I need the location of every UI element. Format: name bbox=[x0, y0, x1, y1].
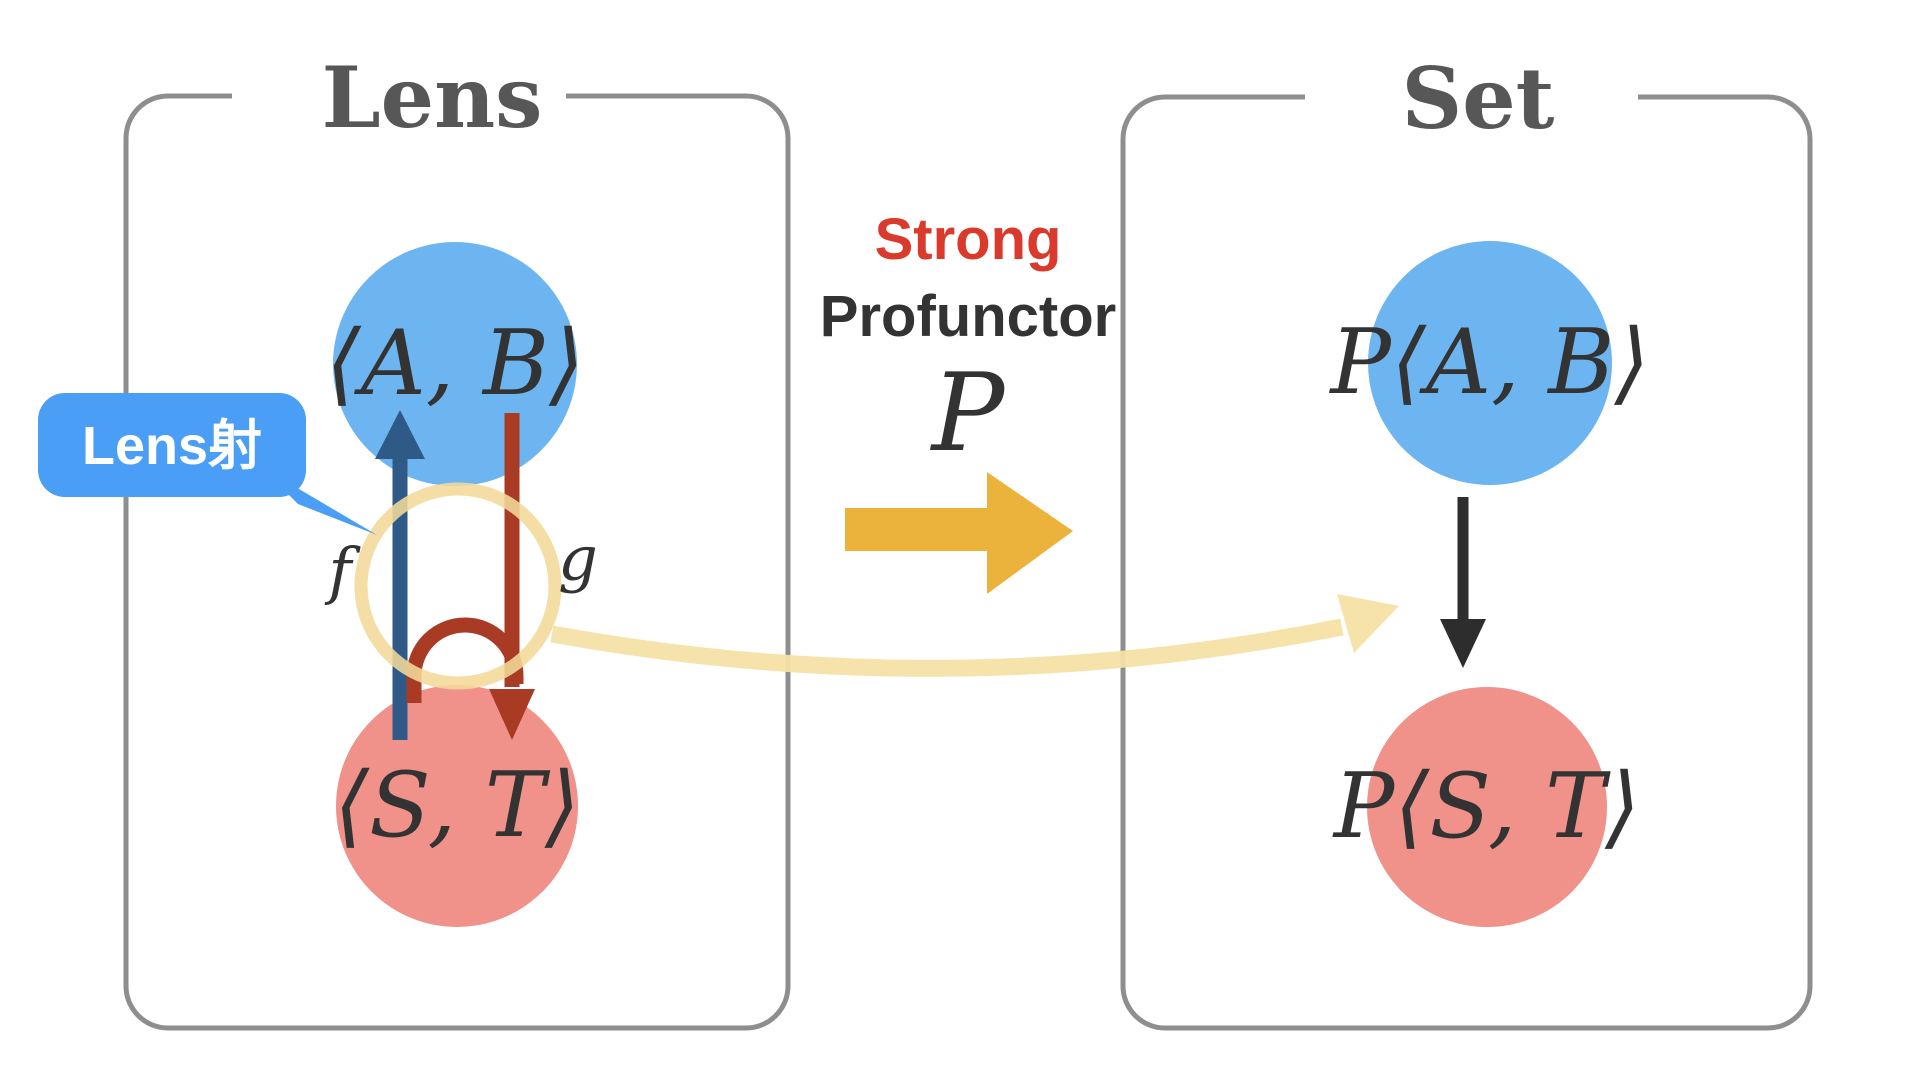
callout-bubble bbox=[38, 393, 306, 497]
lens-title-gap bbox=[232, 70, 566, 122]
g-arrowhead bbox=[489, 689, 535, 740]
mapped-morphism-curve bbox=[550, 618, 1344, 677]
set-arrow-shaft bbox=[1457, 497, 1469, 622]
feedback-arch bbox=[406, 617, 524, 703]
f-arrowhead bbox=[375, 410, 425, 459]
set-morphism-arrow bbox=[1440, 497, 1486, 668]
strong-label: Strong bbox=[875, 207, 1062, 272]
functor-arrow bbox=[845, 472, 1073, 594]
set-box-title: Set bbox=[1402, 49, 1555, 148]
lens-morphism-ring bbox=[354, 482, 562, 690]
pab-object-circle bbox=[1368, 241, 1612, 485]
pst-object-circle bbox=[1367, 687, 1607, 927]
f-arrow-shaft bbox=[392, 452, 408, 740]
g-arrow-label: g bbox=[558, 522, 598, 595]
mapped-morphism-arrowhead bbox=[1337, 594, 1399, 653]
g-morphism-arrow bbox=[489, 413, 535, 740]
g-arrow-shaft bbox=[504, 413, 520, 687]
lens-morphism-callout: Lens射 bbox=[38, 393, 377, 535]
st-object-circle bbox=[336, 685, 578, 927]
pst-object-label: P⟨S, T⟩ bbox=[1332, 754, 1640, 859]
mapped-morphism-arrow bbox=[550, 594, 1399, 677]
profunctor-label: Profunctor bbox=[820, 284, 1116, 349]
pab-object-label: P⟨A, B⟩ bbox=[1328, 310, 1649, 415]
profunctor-symbol: P bbox=[930, 351, 1007, 476]
callout-label: Lens射 bbox=[82, 416, 262, 476]
set-title-gap bbox=[1305, 71, 1638, 123]
st-object-label: ⟨S, T⟩ bbox=[334, 753, 580, 858]
ab-object-label: ⟨A, B⟩ bbox=[326, 311, 585, 416]
lens-box-title: Lens bbox=[322, 48, 543, 147]
set-arrowhead bbox=[1440, 619, 1486, 668]
